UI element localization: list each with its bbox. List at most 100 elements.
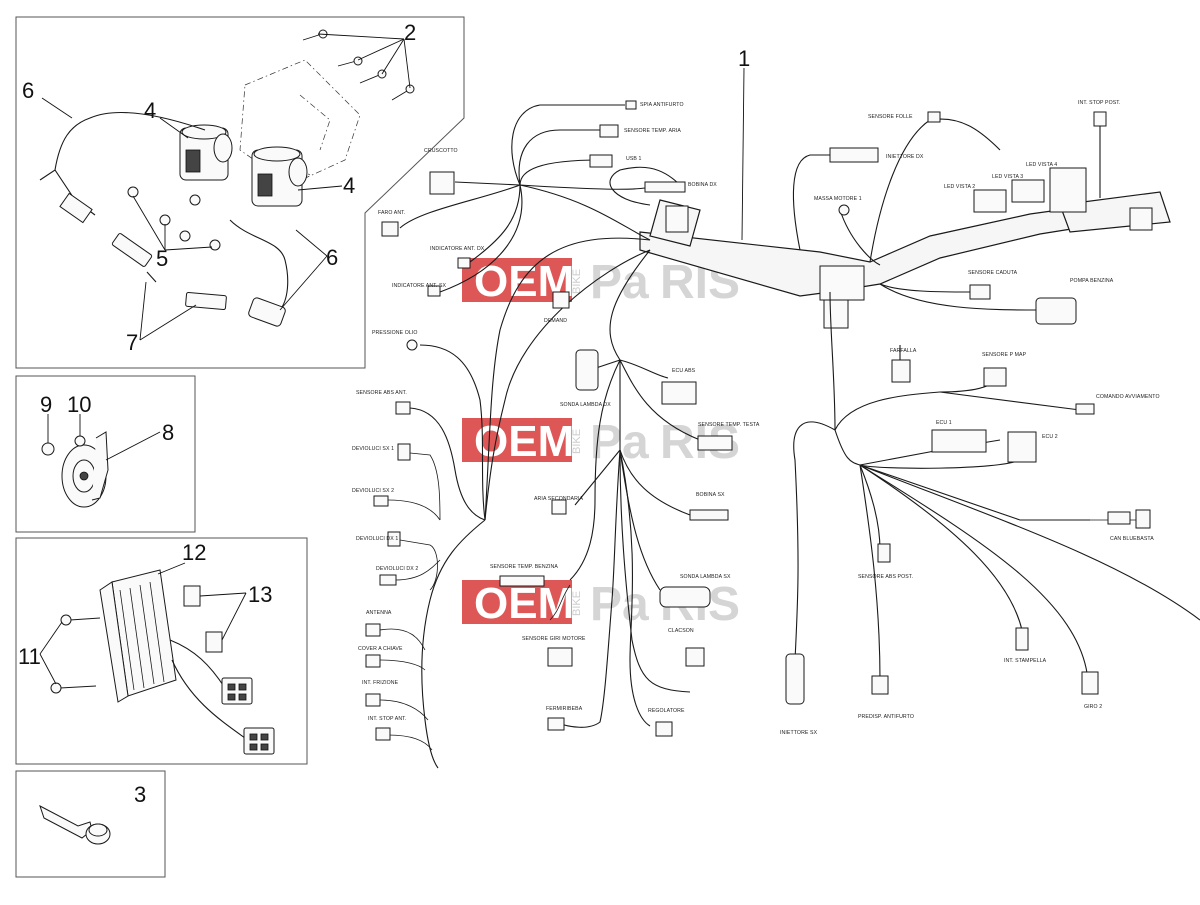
connector-icon [871,675,889,695]
label-sonda-lambda-sx: SONDA LAMBDA SX [680,574,731,580]
injector-icon [829,147,879,163]
svg-text:Pa: Pa [590,256,649,309]
label-sensore-giri-motore: SENSORE GIRI MOTORE [522,636,586,642]
panel-ignition-coils: 2 6 4 4 5 6 7 [15,16,465,369]
connector-icon [599,124,619,138]
label-ecu1: ECU 1 [936,420,952,426]
label-pressione-olio: PRESSIONE OLIO [372,330,418,336]
callout-3: 3 [134,782,146,807]
svg-text:OEM: OEM [474,579,574,628]
callout-12: 12 [182,540,206,565]
ecu-abs-icon [661,381,697,405]
callout-5: 5 [156,246,168,271]
label-bobina-sx: BOBINA SX [696,492,725,498]
ground-icon [838,204,850,216]
connector-icon [552,291,570,309]
connector-icon [429,171,455,195]
connector-icon [365,623,381,637]
sensor-icon [575,349,599,391]
label-massa-motore: MASSA MOTORE 1 [814,196,862,202]
svg-text:BIKE: BIKE [571,591,583,616]
label-sensore-p-map: SENSORE P MAP [982,352,1027,358]
label-spia-antifurto: SPIA ANTIFURTO [640,102,684,108]
label-sensore-abs-ant: SENSORE ABS ANT. [356,390,407,396]
callout-6: 6 [22,78,34,103]
callout-1: 1 [738,46,750,71]
label-aria-secondaria: ARIA SECONDARIA [534,496,584,502]
label-int-stop-ant: INT. STOP ANT. [368,716,406,722]
switch-icon [1015,627,1029,651]
panel-sensor: 3 [15,770,166,878]
label-clacson: CLACSON [668,628,694,634]
connector-icon [387,531,401,547]
label-int-frizione: INT. FRIZIONE [362,680,399,686]
label-led-vista-3: LED VISTA 3 [992,174,1023,180]
label-demand: DEMAND [544,318,567,324]
connector-icon [547,717,565,731]
callout-4: 4 [144,98,156,123]
led-icon [1011,179,1045,203]
nut-icon [127,186,221,251]
connector-icon [1135,509,1151,529]
label-int-stop-post: INT. STOP POST. [1078,100,1121,106]
led-icon [1049,167,1087,213]
label-devioluci-dx2: DEVIOLUCI DX 2 [376,566,418,572]
label-devioluci-dx1: DEVIOLUCI DX 1 [356,536,398,542]
connector-icon [375,727,391,741]
connector-icon [457,257,471,269]
label-antenna: ANTENNA [366,610,392,616]
callout-2: 2 [404,20,416,45]
label-int-stampella: INT. STAMPELLA [1004,658,1047,664]
fuel-pump-icon [1035,297,1077,325]
label-sensore-temp-aria: SENSORE TEMP. ARIA [624,128,681,134]
callout-7: 7 [126,330,138,355]
connector-icon [551,499,567,515]
main-harness: 1 [639,46,1171,329]
horn-icon [61,431,109,508]
callout-13: 13 [248,582,272,607]
sensor-icon [659,586,711,608]
label-bobina-dx: BOBINA DX [688,182,717,188]
spark-plug-icon [111,233,227,311]
label-pompa-benzina: POMPA BENZINA [1070,278,1114,284]
ecu-icon [1007,431,1037,463]
label-sensore-temp-benzina: SENSORE TEMP. BENZINA [490,564,558,570]
connector-icon [427,285,441,297]
svg-text:BIKE: BIKE [571,269,583,294]
label-giro2: GIRO 2 [1084,704,1102,710]
sensor-icon [39,804,111,845]
label-usb: USB 1 [626,156,642,162]
connector-icon [655,721,673,737]
label-ecu2: ECU 2 [1042,434,1058,440]
label-faro-ant: FARO ANT. [378,210,405,216]
label-indicatore-ant-sx: INDICATORE ANT. SX [392,283,447,289]
callout-6: 6 [326,245,338,270]
label-comando-avviamento: COMANDO AVVIAMENTO [1096,394,1160,400]
label-sensore-abs-post: SENSORE ABS POST. [858,574,913,580]
connector-icon [625,100,637,110]
panel-regulator: 12 13 11 [15,537,308,765]
connector-icon [381,221,399,237]
bolt-icon [302,29,415,101]
connector-icon [689,509,729,521]
connector-icon [365,654,381,668]
label-devioluci-sx1: DEVIOLUCI SX 1 [352,446,394,452]
led-icon [973,189,1007,213]
connector-icon [406,339,418,351]
label-iniettore-sx: INIETTORE SX [780,730,818,736]
connector-icon [697,435,733,451]
label-led-vista-4: LED VISTA 4 [1026,162,1057,168]
voltage-regulator-icon [99,569,177,703]
label-led-vista-2: LED VISTA 2 [944,184,975,190]
label-can-bluebasta: CAN BLUEBASTA [1110,536,1154,542]
callout-10: 10 [67,392,91,417]
label-farfalla: FARFALLA [890,348,917,354]
svg-text:Pa: Pa [590,578,649,631]
label-sensore-caduta: SENSORE CADUTA [968,270,1018,276]
screw-icon [50,614,101,694]
connector-icon [927,111,941,123]
connector-icon [1093,111,1107,127]
connector-icon [395,401,411,415]
label-sensore-folle: SENSORE FOLLE [868,114,913,120]
